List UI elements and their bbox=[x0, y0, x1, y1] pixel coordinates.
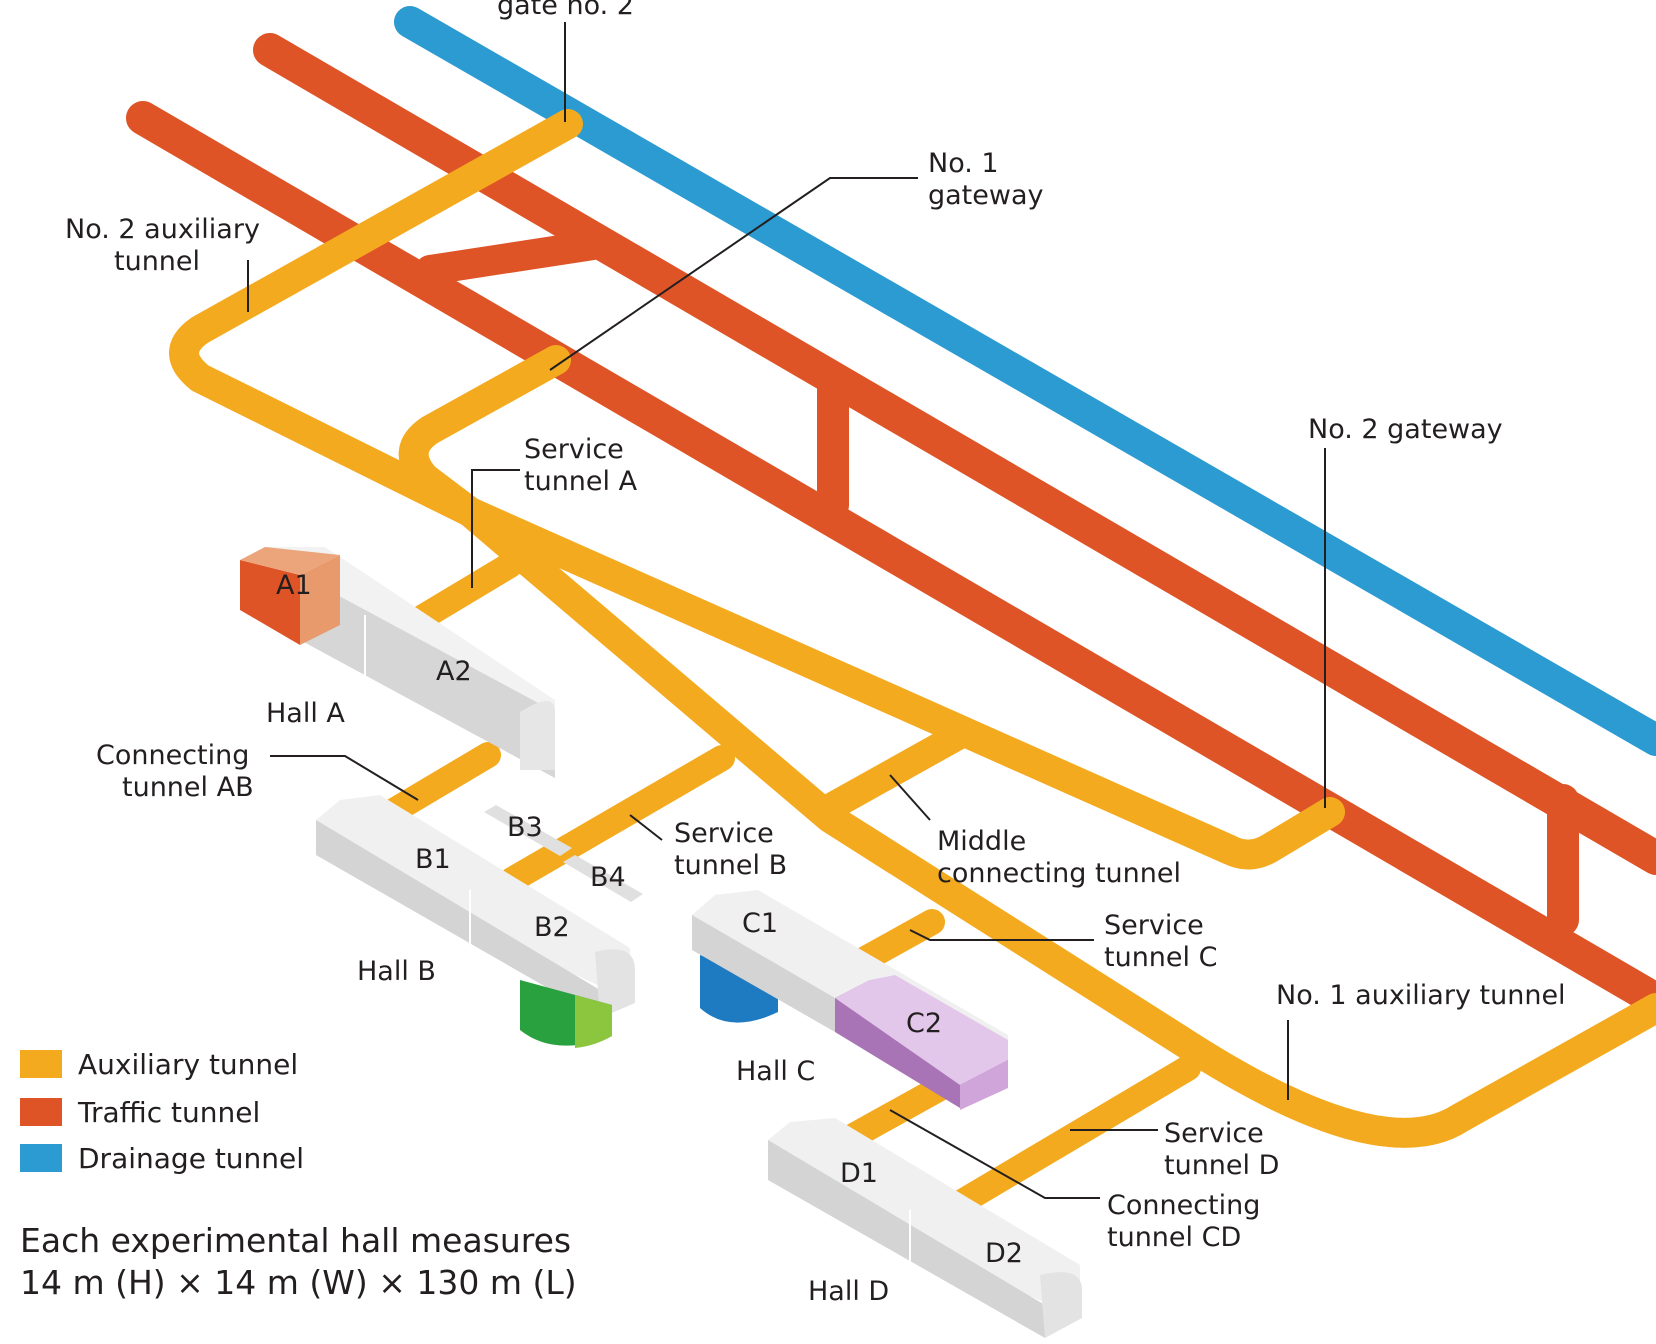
hall-c1-label: C1 bbox=[742, 908, 778, 939]
hall-b bbox=[316, 795, 635, 1048]
hall-b4-block bbox=[563, 855, 643, 902]
no2-gateway-label: No. 2 gateway bbox=[1308, 414, 1503, 445]
hall-a-label: Hall A bbox=[266, 698, 345, 729]
gate-no2-label: gate no. 2 bbox=[497, 0, 634, 21]
drainage-tunnel bbox=[394, 6, 1656, 756]
leader-lines bbox=[247, 22, 1326, 1199]
service-tunnel-a bbox=[402, 552, 523, 635]
no2-aux-tunnel-label-2: tunnel bbox=[114, 246, 200, 277]
no2-gateway-branch bbox=[455, 497, 1345, 870]
no1-gateway-curve bbox=[398, 345, 571, 527]
hall-d-label: Hall D bbox=[808, 1276, 889, 1307]
hall-b4-label: B4 bbox=[590, 862, 626, 893]
service-tunnel-c-label-2: tunnel C bbox=[1104, 942, 1217, 973]
service-tunnel-b-label-1: Service bbox=[674, 818, 774, 849]
service-tunnel-c-label-1: Service bbox=[1104, 910, 1204, 941]
hall-c bbox=[692, 890, 1008, 1110]
no2-aux-tunnel-label-1: No. 2 auxiliary bbox=[65, 214, 260, 245]
hall-d1-label: D1 bbox=[840, 1158, 878, 1189]
hall-a2-label: A2 bbox=[436, 656, 472, 687]
legend-swatch-traffic bbox=[20, 1098, 62, 1126]
hall-b3-label: B3 bbox=[507, 812, 543, 843]
hall-c-label: Hall C bbox=[736, 1056, 815, 1087]
service-tunnel-d bbox=[939, 1055, 1201, 1221]
hall-b1-label: B1 bbox=[415, 844, 451, 875]
hall-b-label: Hall B bbox=[357, 956, 436, 987]
connecting-cd-label-2: tunnel CD bbox=[1107, 1222, 1241, 1253]
service-tunnel-b bbox=[499, 745, 735, 893]
no1-aux-tunnel-label: No. 1 auxiliary tunnel bbox=[1276, 980, 1566, 1011]
hall-d bbox=[768, 1118, 1082, 1338]
connecting-ab-label-1: Connecting bbox=[96, 740, 249, 771]
no1-auxiliary-trunk bbox=[455, 497, 1656, 1148]
legend: Auxiliary tunnel Traffic tunnel Drainage… bbox=[20, 1048, 304, 1175]
hall-dimensions-note-2: 14 m (H) × 14 m (W) × 130 m (L) bbox=[20, 1263, 577, 1302]
middle-connecting-label-1: Middle bbox=[937, 826, 1026, 857]
connecting-ab-label-2: tunnel AB bbox=[122, 772, 254, 803]
service-tunnel-d-label-1: Service bbox=[1164, 1118, 1264, 1149]
no1-gateway-label-2: gateway bbox=[928, 180, 1044, 211]
legend-label-traffic: Traffic tunnel bbox=[77, 1096, 260, 1129]
no2-auxiliary-tunnel bbox=[169, 109, 583, 527]
traffic-branch-top bbox=[415, 230, 608, 285]
service-tunnel-a-label-2: tunnel A bbox=[524, 466, 638, 497]
service-tunnel-d-label-2: tunnel D bbox=[1164, 1150, 1279, 1181]
hall-c2-label: C2 bbox=[906, 1008, 942, 1039]
hall-a bbox=[240, 547, 555, 778]
service-tunnel-a-label-1: Service bbox=[524, 434, 624, 465]
legend-label-drainage: Drainage tunnel bbox=[78, 1142, 304, 1175]
traffic-tunnel-lower bbox=[126, 101, 1656, 1017]
legend-label-auxiliary: Auxiliary tunnel bbox=[78, 1048, 298, 1081]
hall-b3-block bbox=[484, 805, 572, 856]
middle-connecting-tunnel bbox=[808, 722, 972, 826]
traffic-tunnel-upper bbox=[253, 33, 1656, 875]
no1-gateway-label-1: No. 1 bbox=[928, 148, 999, 179]
legend-swatch-drainage bbox=[20, 1144, 62, 1172]
hall-a1-label: A1 bbox=[276, 570, 312, 601]
legend-swatch-auxiliary bbox=[20, 1050, 62, 1078]
hall-b2-label: B2 bbox=[534, 912, 570, 943]
service-tunnel-b-label-2: tunnel B bbox=[674, 850, 787, 881]
connecting-cd-label-1: Connecting bbox=[1107, 1190, 1260, 1221]
connecting-tunnel-ab bbox=[379, 742, 501, 825]
middle-connecting-label-2: connecting tunnel bbox=[937, 858, 1181, 889]
hall-d2-label: D2 bbox=[985, 1238, 1023, 1269]
hall-dimensions-note-1: Each experimental hall measures bbox=[20, 1221, 571, 1260]
service-tunnel-c bbox=[847, 909, 945, 975]
